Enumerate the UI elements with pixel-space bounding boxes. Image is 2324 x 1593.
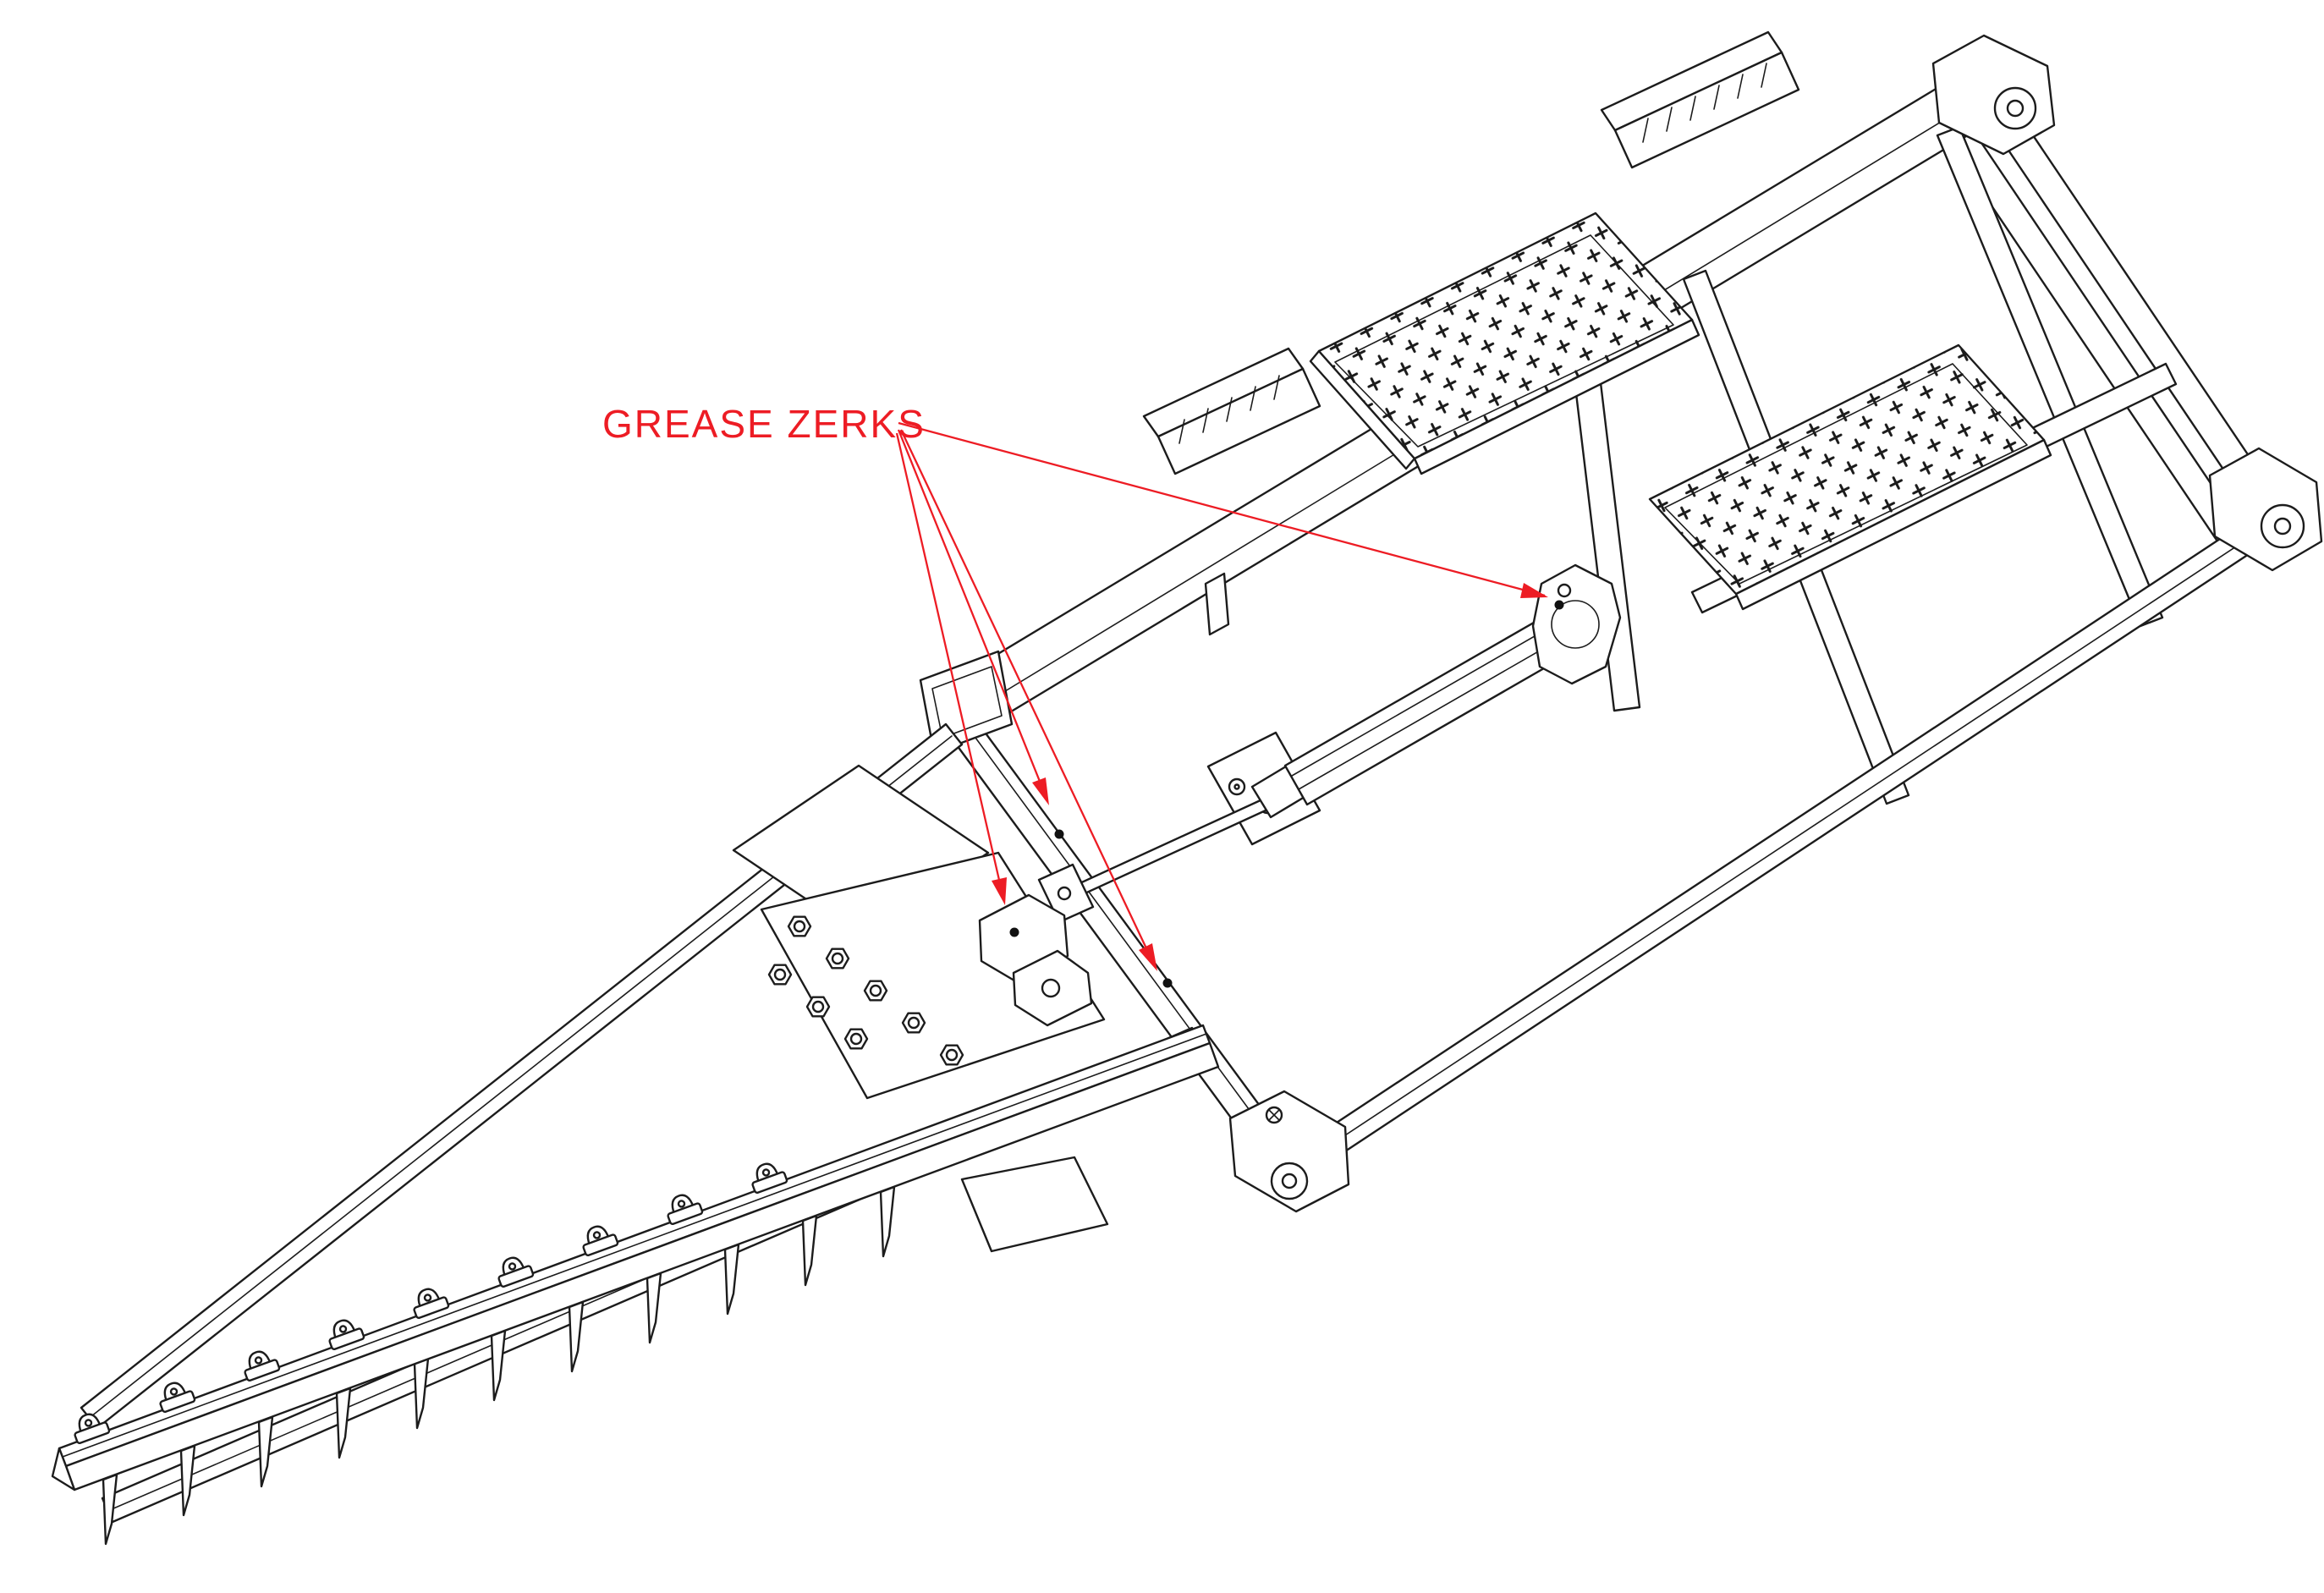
grease-zerk-dot (1554, 600, 1564, 610)
leader-lines (895, 421, 1546, 965)
slotted-bracket-lower (1142, 347, 1321, 475)
scarifier-toolbar (51, 1024, 1220, 1546)
toolbar-end-cap (51, 1447, 76, 1491)
grease-zerk-dot (1009, 927, 1019, 937)
grease-zerk-dot (1054, 829, 1064, 839)
corner-pivot-bottom (1228, 1090, 1350, 1213)
frame-tab (1204, 572, 1230, 636)
grease-zerk-dots (1009, 600, 1564, 988)
grease-zerk-fitting (1557, 583, 1572, 598)
hydraulic-cylinder (1037, 563, 1622, 924)
hitch-lower-plate (960, 1156, 1109, 1253)
grease-zerk-dot (1162, 978, 1173, 988)
treadplate-panel-right (1648, 343, 2052, 611)
slotted-bracket-upper (1600, 30, 1800, 169)
cylinder-trunnion-collar (1531, 563, 1622, 685)
corner-pivot-top (1931, 34, 2056, 156)
leader-arrowheads (992, 583, 1548, 971)
grease-zerk-annotation: GREASE ZERKS (602, 402, 1564, 988)
grease-zerks-label: GREASE ZERKS (602, 402, 926, 446)
corner-pivot-right (2208, 447, 2323, 572)
treadplate-panel-left (1309, 211, 1700, 475)
hinge-assembly (978, 893, 1093, 1027)
